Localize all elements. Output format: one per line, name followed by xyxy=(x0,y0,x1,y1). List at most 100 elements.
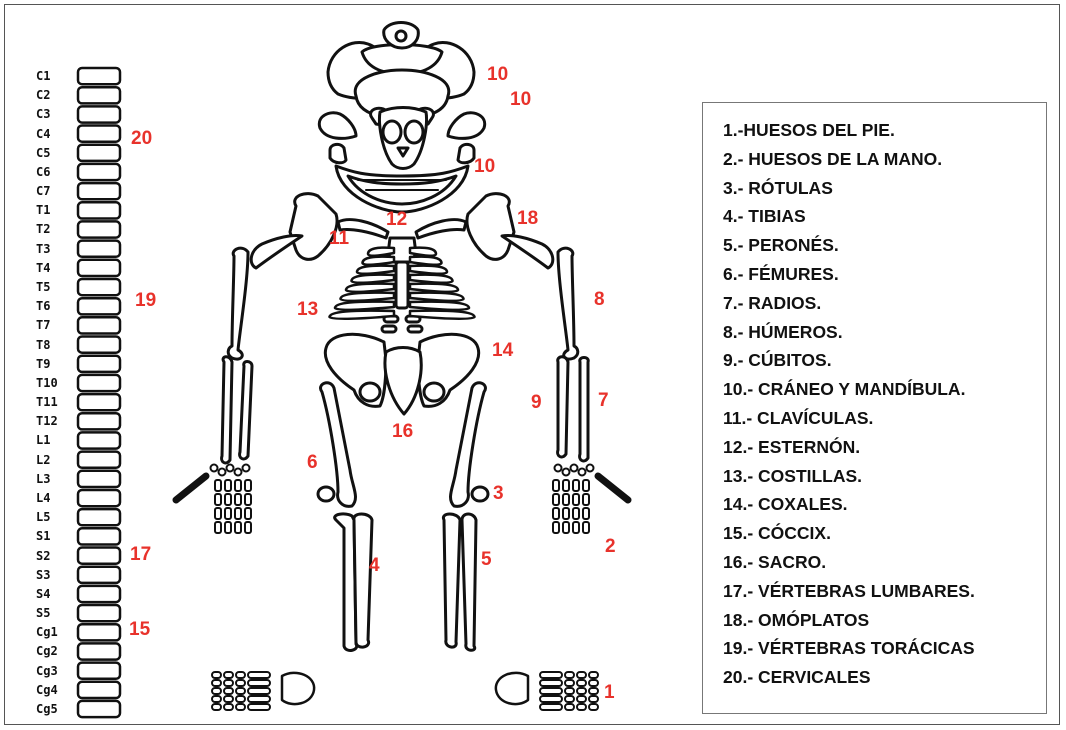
vertebra-box xyxy=(78,298,120,314)
foot-bone xyxy=(577,680,586,686)
foot-bone xyxy=(577,688,586,694)
foot-bone xyxy=(565,688,574,694)
vertebra-box xyxy=(78,567,120,583)
hand-bone xyxy=(553,508,559,519)
carpal-bone xyxy=(211,465,218,472)
heel-bone xyxy=(282,673,314,704)
label-12: 12 xyxy=(386,210,407,230)
legend-item: 1.-HUESOS DEL PIE. xyxy=(723,119,895,141)
vertebra-label: L2 xyxy=(36,453,66,467)
thumb-bone xyxy=(598,476,628,500)
hand-bone xyxy=(583,522,589,533)
foot-bone xyxy=(589,672,598,678)
legend-item: 2.- HUESOS DE LA MANO. xyxy=(723,148,942,170)
vertebra-box xyxy=(78,202,120,218)
hand-bone xyxy=(563,480,569,491)
hand-bone xyxy=(215,508,221,519)
label-9: 9 xyxy=(531,393,542,413)
carpal-bone xyxy=(555,465,562,472)
foot-bone xyxy=(248,688,270,694)
vertebra-label: T11 xyxy=(36,395,66,409)
vertebra-label: Cg3 xyxy=(36,664,66,678)
legend-item: 15.- CÓCCIX. xyxy=(723,522,831,544)
hand-bone xyxy=(215,522,221,533)
hand-bone xyxy=(563,494,569,505)
vertebra-label: S1 xyxy=(36,529,66,543)
hand-bone xyxy=(235,480,241,491)
carpal-bone xyxy=(243,465,250,472)
hand-bone xyxy=(583,480,589,491)
vertebral-column xyxy=(78,68,120,717)
label-10b: 10 xyxy=(510,90,531,110)
label-6: 6 xyxy=(307,453,318,473)
hand-bone xyxy=(245,494,251,505)
carpal-bone xyxy=(571,465,578,472)
carpal-bone xyxy=(235,469,242,476)
hand-bone xyxy=(583,508,589,519)
vertebra-label: S5 xyxy=(36,606,66,620)
legend-item: 3.- RÓTULAS xyxy=(723,177,833,199)
vertebra-box xyxy=(78,528,120,544)
foot-bone xyxy=(212,680,221,686)
rib xyxy=(410,302,469,310)
label-7: 7 xyxy=(598,391,609,411)
hand-bone xyxy=(225,494,231,505)
hand-bone xyxy=(573,480,579,491)
vertebra-label: T4 xyxy=(36,261,66,275)
legend-item: 19.- VÉRTEBRAS TORÁCICAS xyxy=(723,637,975,659)
vertebra-label: L3 xyxy=(36,472,66,486)
foot-bone xyxy=(577,672,586,678)
vertebra-box xyxy=(78,183,120,199)
vertebra-box xyxy=(78,394,120,410)
foot-bone xyxy=(565,704,574,710)
vertebra-box xyxy=(78,279,120,295)
rib xyxy=(346,284,394,292)
legend-item: 12.- ESTERNÓN. xyxy=(723,436,860,458)
vertebra-label: L5 xyxy=(36,510,66,524)
vertebra-box xyxy=(78,643,120,659)
hand-bone xyxy=(573,494,579,505)
vertebra-label: L1 xyxy=(36,433,66,447)
legend-item: 4.- TIBIAS xyxy=(723,205,806,227)
hand-bone xyxy=(573,522,579,533)
hand-bone xyxy=(225,508,231,519)
foot-bone xyxy=(212,704,221,710)
rib xyxy=(410,293,464,301)
foot-bone xyxy=(577,696,586,702)
rib xyxy=(368,248,394,256)
legend-item: 16.- SACRO. xyxy=(723,551,826,573)
foot-bone xyxy=(577,704,586,710)
vertebra-box xyxy=(78,145,120,161)
vertebra-box xyxy=(78,337,120,353)
vertebra-box xyxy=(78,106,120,122)
vertebra-label: T2 xyxy=(36,222,66,236)
foot-bone xyxy=(248,672,270,678)
foot-bone xyxy=(224,704,233,710)
hand-bone xyxy=(235,494,241,505)
vertebra-label: S2 xyxy=(36,549,66,563)
hand-bone xyxy=(563,508,569,519)
vertebra-label: C6 xyxy=(36,165,66,179)
label-10a: 10 xyxy=(487,65,508,85)
vertebra-label: Cg5 xyxy=(36,702,66,716)
foot-bone xyxy=(212,696,221,702)
label-4: 4 xyxy=(369,556,380,576)
hand-bone xyxy=(225,480,231,491)
foot-bone xyxy=(565,672,574,678)
vertebra-label: C2 xyxy=(36,88,66,102)
foot-bone xyxy=(224,696,233,702)
rib xyxy=(410,257,442,265)
legend-item: 9.- CÚBITOS. xyxy=(723,349,832,371)
vertebra-label: Cg4 xyxy=(36,683,66,697)
carpal-bone xyxy=(227,465,234,472)
vertebra-box xyxy=(78,317,120,333)
vertebra-box xyxy=(78,701,120,717)
label-18: 18 xyxy=(517,209,538,229)
foot-bone xyxy=(236,680,245,686)
legend-item: 11.- CLAVÍCULAS. xyxy=(723,407,873,429)
vertebra-box xyxy=(78,490,120,506)
vertebra-box xyxy=(78,548,120,564)
label-13: 13 xyxy=(297,300,318,320)
foot-bone xyxy=(589,696,598,702)
foot-bone xyxy=(248,680,270,686)
